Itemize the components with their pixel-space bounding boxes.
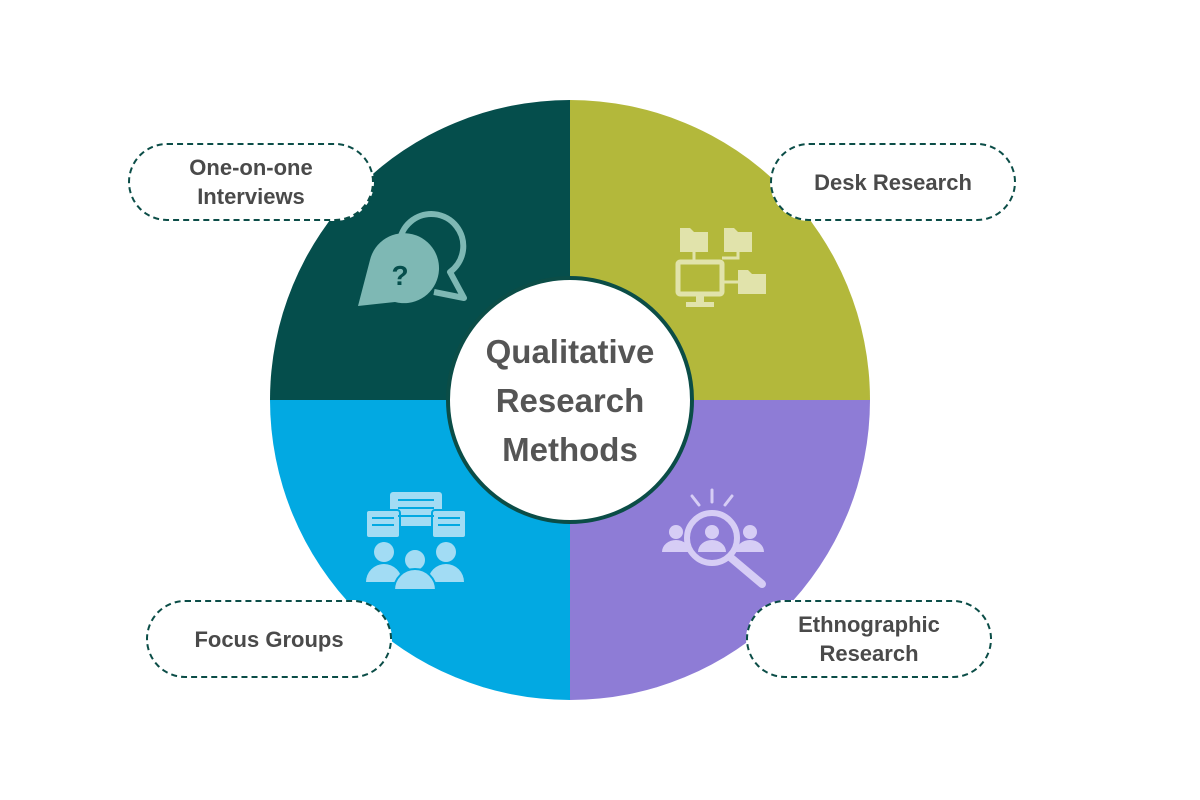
label-desk-research: Desk Research	[770, 143, 1016, 221]
label-focus-groups: Focus Groups	[146, 600, 392, 678]
label-ethnographic-research: Ethnographic Research	[746, 600, 992, 678]
center-circle	[446, 276, 694, 524]
svg-text:?: ?	[391, 260, 408, 291]
label-interviews: One-on-one Interviews	[128, 143, 374, 221]
computer-folder-network-icon	[675, 228, 766, 307]
question-chat-bubbles-icon: ?	[358, 211, 467, 306]
people-magnifier-icon	[662, 488, 766, 588]
center-title: Qualitative Research Methods	[485, 332, 655, 468]
group-discussion-icon	[365, 492, 467, 591]
